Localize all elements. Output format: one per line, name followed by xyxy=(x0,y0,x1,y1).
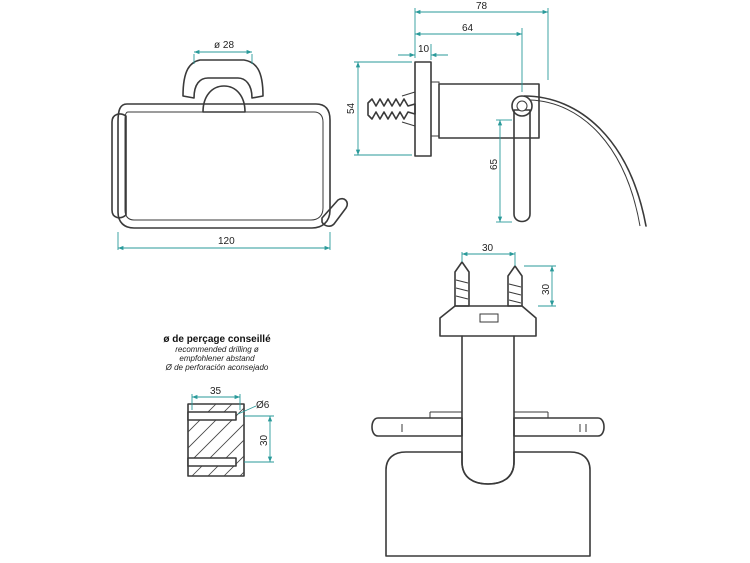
front-flap-tip xyxy=(321,197,349,227)
side-arm-body xyxy=(438,83,540,139)
top-anchor-left xyxy=(454,261,470,307)
dim-top-anchor-height: 30 xyxy=(541,283,552,295)
dim-side-plate-thickness: 10 xyxy=(418,44,430,55)
note-line-es: Ø de perforación aconsejado xyxy=(165,363,269,372)
dim-side-plate-height: 54 xyxy=(346,102,357,114)
dim-side-arm-depth: 64 xyxy=(462,23,474,34)
dim-drill-hole-diameter: Ø6 xyxy=(256,400,270,411)
side-wall-plug xyxy=(367,98,416,120)
drilling-note: ø de perçage conseillé recommended drill… xyxy=(163,334,271,372)
drilling-template: 35 Ø6 30 xyxy=(187,386,274,477)
top-anchor-right xyxy=(507,265,523,307)
dim-front-width: 120 xyxy=(218,236,235,247)
dim-drill-spacing-vertical: 30 xyxy=(259,434,270,446)
dim-front-ring-diameter: ø 28 xyxy=(214,40,234,51)
side-view: 78 64 10 54 65 xyxy=(346,1,647,227)
dim-side-arm-drop: 65 xyxy=(489,158,500,170)
front-cover-inner xyxy=(124,111,324,221)
top-cover xyxy=(385,451,591,557)
front-view: ø 28 120 xyxy=(111,40,349,251)
top-arm-stem xyxy=(461,335,515,485)
drill-hole-bottom xyxy=(187,457,237,467)
dim-drill-spacing-horizontal: 35 xyxy=(210,386,222,397)
dim-top-anchor-spacing: 30 xyxy=(482,243,494,254)
front-cover-body xyxy=(117,103,331,229)
top-view: 30 30 xyxy=(371,243,605,557)
note-line-en: recommended drilling ø xyxy=(175,345,259,354)
note-title: ø de perçage conseillé xyxy=(163,334,271,345)
side-hanging-arm xyxy=(513,109,531,223)
front-dome xyxy=(202,85,246,113)
front-left-bar xyxy=(111,113,127,219)
front-hanger-ring xyxy=(182,59,264,99)
side-pivot xyxy=(511,95,533,117)
dim-side-total-depth: 78 xyxy=(476,1,488,12)
side-wall-plate xyxy=(414,61,432,157)
top-mounting-plate xyxy=(439,305,537,337)
drill-hole-top xyxy=(187,411,237,421)
top-cross-bar xyxy=(371,417,463,437)
side-curved-flap xyxy=(523,95,647,227)
note-line-de: empfohlener abstand xyxy=(179,354,255,363)
